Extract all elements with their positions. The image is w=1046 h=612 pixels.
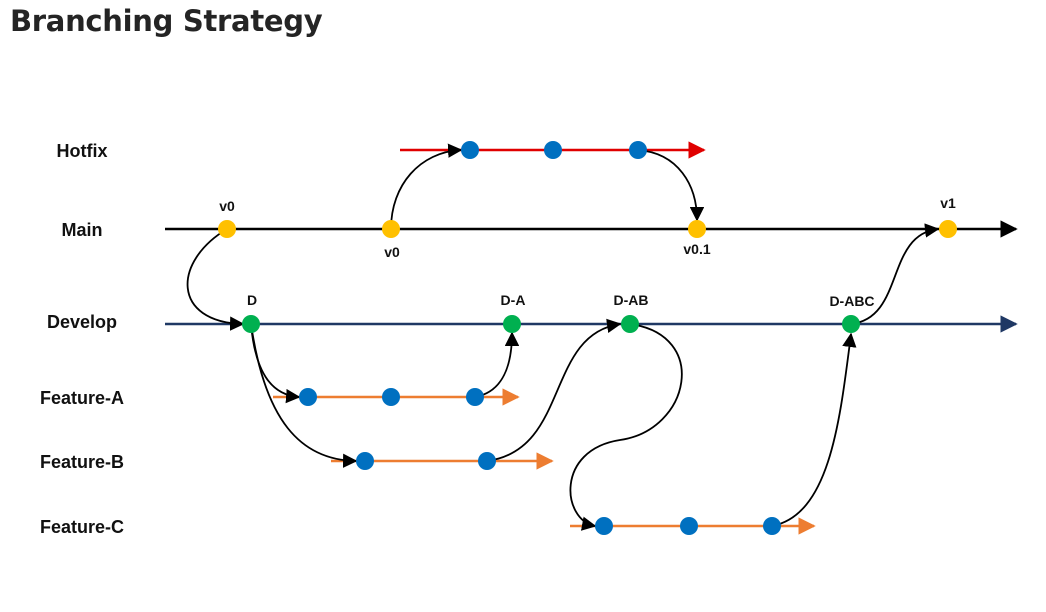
lane-label-main: Main [61,220,102,240]
arrow-develop-dab-to-feature-c [569,323,683,531]
commit-feature-a-2 [382,388,400,406]
commit-hotfix-1 [461,141,479,159]
lane-label-feature-b: Feature-B [40,452,124,472]
lane-label-feature-a: Feature-A [40,388,124,408]
commit-main-v0-second [382,220,400,238]
commit-main-v01 [688,220,706,238]
label-main-v0-second: v0 [384,244,400,260]
arrow-feature-b-to-develop-dab [486,318,622,462]
commit-feature-c-2 [680,517,698,535]
arrow-develop-d-to-feature-b [250,323,358,468]
lane-label-hotfix: Hotfix [57,141,108,161]
page-title: Branching Strategy [10,4,323,38]
label-develop-dab: D-AB [614,292,649,308]
label-develop-d: D [247,292,257,308]
label-main-v01: v0.1 [683,241,710,257]
commit-hotfix-2 [544,141,562,159]
commit-feature-c-1 [595,517,613,535]
label-develop-dabc: D-ABC [829,293,874,309]
commit-develop-da [503,315,521,333]
lane-label-feature-c: Feature-C [40,517,124,537]
lane-label-develop: Develop [47,312,117,332]
label-main-v0-first: v0 [219,198,235,214]
label-develop-da: D-A [501,292,526,308]
commit-develop-d [242,315,260,333]
label-main-v1: v1 [940,195,956,211]
commit-main-v0-first [218,220,236,238]
arrow-feature-a-to-develop-da [474,331,520,398]
arrow-main-v0-to-hotfix [390,143,463,230]
commit-feature-b-1 [356,452,374,470]
commit-main-v1 [939,220,957,238]
commit-hotfix-3 [629,141,647,159]
commit-develop-dabc [842,315,860,333]
commit-feature-a-1 [299,388,317,406]
commit-feature-a-3 [466,388,484,406]
arrow-hotfix-to-main-v01 [637,149,705,222]
commit-develop-dab [621,315,639,333]
arrow-main-v0-to-develop-d [186,228,245,331]
arrow-develop-dabc-to-main-v1 [850,223,940,325]
arrow-feature-c-to-develop-dabc [771,332,857,527]
commit-feature-b-2 [478,452,496,470]
commit-feature-c-3 [763,517,781,535]
